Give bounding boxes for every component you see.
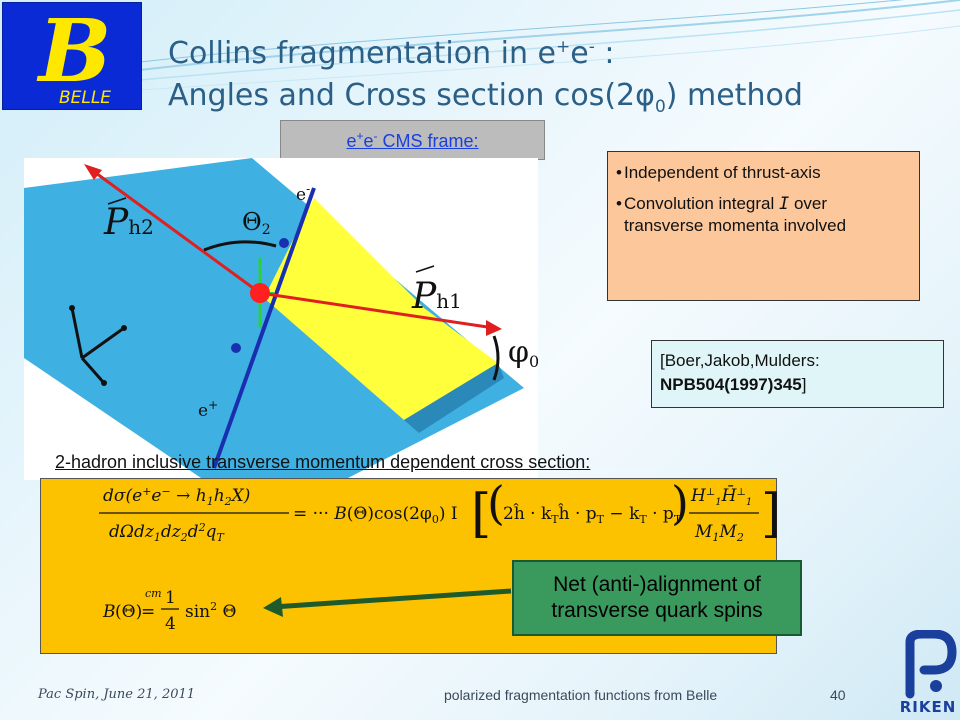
svg-text:dΩdz1dz2d2qT: dΩdz1dz2d2qT [109, 521, 225, 544]
blue-plane [24, 158, 524, 480]
svg-text:M1M2: M1M2 [694, 522, 744, 544]
page-number: 40 [830, 687, 846, 703]
cms-frame-label: e+e- CMS frame: [280, 120, 545, 160]
svg-text:= ··· B(Θ)cos(2φ0) I: = ··· B(Θ)cos(2φ0) I [293, 504, 458, 526]
label-phi: φ0 [508, 335, 538, 371]
label-eplus: e+ [198, 398, 218, 421]
svg-text:dσ(e+e− → h1h2X): dσ(e+e− → h1h2X) [103, 485, 250, 508]
cross-section-formula: dσ(e+e− → h1h2X) dΩdz1dz2d2qT = ··· B(Θ)… [99, 479, 778, 544]
svg-text:=: = [141, 602, 155, 622]
notes-box: • Independent of thrust-axis • Convoluti… [607, 151, 920, 301]
net-alignment-box: Net (anti-)alignment of transverse quark… [512, 560, 802, 636]
riken-logo-text: RIKEN [899, 698, 957, 716]
svg-text:1: 1 [165, 588, 176, 608]
svg-text:H⊥1H̄⊥1: H⊥1H̄⊥1 [690, 484, 752, 508]
cms-frame-link[interactable]: e+e- CMS frame: [346, 128, 479, 151]
belle-logo: B BELLE [2, 1, 142, 110]
belle-logo-text: BELLE [59, 88, 111, 108]
svg-text:2ĥ · kTĥ · pT − kT · pT: 2ĥ · kTĥ · pT − kT · pT [503, 503, 682, 526]
svg-text:4: 4 [165, 614, 176, 634]
label-eminus: e- [296, 182, 310, 205]
phi-arc [492, 335, 500, 381]
beam-axis [212, 187, 316, 469]
net-alignment-arrow [272, 588, 512, 610]
yellow-plane-shadow [404, 363, 504, 433]
reference-box: [Boer,Jakob,Mulders: NPB504(1997)345] [651, 340, 944, 408]
header-swoosh [139, 0, 960, 91]
slide-title-line1: Collins fragmentation in e+e- : [168, 36, 615, 71]
note-item-1: • Independent of thrust-axis [616, 163, 821, 182]
belle-logo-graphic: B BELLE [36, 1, 112, 108]
b-theta-formula: B (Θ) cm = 1 4 sin2 Θ [102, 587, 236, 634]
label-theta: Θ2 [242, 208, 271, 238]
belle-logo-letter: B [36, 3, 112, 102]
ph1-arrow [259, 291, 495, 330]
svg-text:[: [ [471, 484, 491, 544]
slide-title-line2: Angles and Cross section cos(2φ0) method [168, 78, 803, 117]
riken-logo [905, 630, 957, 699]
svg-text:B: B [102, 602, 116, 622]
yellow-plane [264, 198, 498, 420]
svg-text:(Θ): (Θ) [115, 602, 142, 622]
collins-angle-diagram: e- e+ Ph2 Ph1 Θ2 φ0 [24, 158, 538, 480]
note-item-2: • Convolution integral I over transverse… [616, 194, 847, 235]
svg-text:sin2 Θ: sin2 Θ [185, 600, 236, 622]
svg-text:]: ] [761, 484, 778, 544]
footer-date: Pac Spin, June 21, 2011 [38, 687, 196, 702]
interaction-point [250, 283, 270, 303]
svg-text:cm: cm [145, 587, 162, 600]
cross-section-label: 2-hadron inclusive transverse momentum d… [55, 452, 591, 472]
slide-title: Collins fragmentation in e+e- : Angles a… [168, 26, 948, 128]
svg-text:(: ( [487, 479, 505, 530]
theta-arc [203, 240, 277, 252]
svg-text:): ) [671, 479, 689, 530]
ph2-arrow [88, 166, 261, 295]
label-ph2: Ph2 [103, 202, 154, 243]
label-ph1: Ph1 [411, 276, 462, 317]
footer-title: polarized fragmentation functions from B… [444, 687, 718, 703]
